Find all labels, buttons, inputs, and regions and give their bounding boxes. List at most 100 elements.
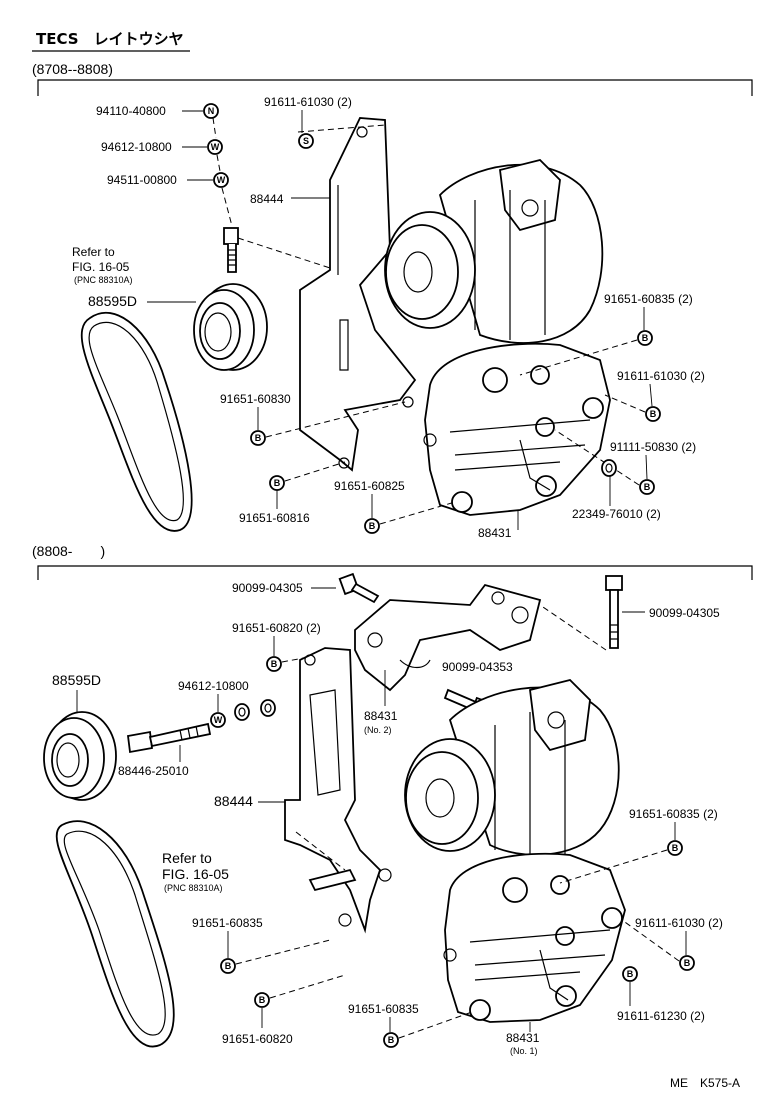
label-91651-60835-b[interactable]: 91651-60835 [348, 1002, 419, 1016]
label-91611-61030-bottom[interactable]: 91611-61030 (2) [635, 916, 723, 930]
label-88446-25010[interactable]: 88446-25010 [118, 764, 189, 778]
label-88595D-bottom[interactable]: 88595D [52, 672, 101, 688]
bolt-icon[interactable]: B [266, 656, 282, 672]
svg-text:B: B [369, 521, 376, 531]
svg-text:B: B [274, 478, 281, 488]
bottom-section: 90099-04305 90099-04305 91651-60820 (2) … [43, 572, 723, 1056]
label-91651-60835-2[interactable]: 91651-60835 (2) [629, 807, 718, 821]
bolt-icon[interactable]: B [250, 430, 266, 446]
section-frame-top [37, 79, 753, 96]
bracket-88444[interactable] [299, 117, 417, 472]
label-88431-no1-sub: (No. 1) [510, 1046, 538, 1056]
refer-fig-label-bottom[interactable]: FIG. 16-05 [162, 866, 229, 882]
label-91611-61030[interactable]: 91611-61030 (2) [617, 369, 705, 383]
bolt-icon[interactable]: B [622, 966, 638, 982]
bolt-90099-04305-left[interactable] [338, 572, 380, 604]
label-88431[interactable]: 88431 [478, 526, 512, 540]
label-91651-60816[interactable]: 91651-60816 [239, 511, 310, 525]
nut-pair[interactable] [234, 699, 276, 721]
label-94110-40800[interactable]: 94110-40800 [96, 104, 166, 118]
label-94511-00800[interactable]: 94511-00800 [107, 173, 177, 187]
refer-pnc-label: (PNC 88310A) [74, 275, 133, 285]
stud-icon[interactable]: S [298, 133, 314, 149]
page-title: TECS レイトウシヤ [36, 30, 184, 48]
bolt-icon[interactable]: B [220, 958, 236, 974]
idler-pulley[interactable] [193, 283, 268, 371]
label-88431-no2-sub: (No. 2) [364, 725, 392, 735]
period-top: (8708--8808) [32, 61, 113, 77]
svg-text:B: B [225, 961, 232, 971]
bolt-icon[interactable]: B [645, 406, 661, 422]
label-88431-no2[interactable]: 88431 [364, 709, 398, 723]
svg-text:B: B [259, 995, 266, 1005]
pulley-stud[interactable] [223, 227, 239, 273]
ac-compressor[interactable] [384, 159, 604, 344]
label-88444[interactable]: 88444 [250, 192, 284, 206]
label-91651-60835-a[interactable]: 91651-60835 [192, 916, 263, 930]
label-94612-10800[interactable]: 94612-10800 [101, 140, 172, 154]
label-91651-60835[interactable]: 91651-60835 (2) [604, 292, 693, 306]
label-88444-bottom[interactable]: 88444 [214, 793, 253, 809]
label-91651-60830[interactable]: 91651-60830 [220, 392, 291, 406]
spacer-22349[interactable] [601, 459, 617, 477]
v-belt-bottom[interactable] [55, 820, 175, 1048]
label-91651-60825[interactable]: 91651-60825 [334, 479, 405, 493]
bolt-icon[interactable]: B [364, 518, 380, 534]
svg-text:B: B [650, 409, 657, 419]
label-90099-04305-b[interactable]: 90099-04305 [649, 606, 720, 620]
washer-icon[interactable]: W [210, 712, 226, 728]
bolt-icon[interactable]: B [383, 1032, 399, 1048]
top-section: 94110-40800 N 94612-10800 W 94511-00800 … [72, 95, 705, 540]
refer-to-label: Refer to [72, 245, 115, 259]
bolt-icon[interactable]: B [667, 840, 683, 856]
footer-code: ME K575-A [670, 1076, 740, 1090]
label-22349-76010[interactable]: 22349-76010 (2) [572, 507, 661, 521]
svg-text:B: B [255, 433, 262, 443]
bolt-icon[interactable]: B [679, 955, 695, 971]
svg-text:N: N [208, 106, 215, 116]
bracket-88431-no1[interactable] [443, 852, 626, 1023]
svg-text:B: B [672, 843, 679, 853]
svg-text:B: B [644, 482, 651, 492]
svg-text:B: B [684, 958, 691, 968]
washer-icon[interactable]: W [213, 172, 229, 188]
refer-to-label-bottom: Refer to [162, 850, 212, 866]
svg-text:W: W [214, 715, 223, 725]
bolt-90099-04305-right[interactable] [605, 575, 623, 649]
washer-icon[interactable]: W [207, 139, 223, 155]
svg-text:S: S [303, 136, 309, 146]
section-frame-bottom [37, 565, 753, 580]
bolt-icon[interactable]: B [639, 479, 655, 495]
refer-pnc-label-bottom: (PNC 88310A) [164, 883, 223, 893]
bracket-88431-no2[interactable] [354, 583, 542, 692]
bracket-88431-top[interactable] [423, 342, 611, 516]
v-belt[interactable] [80, 311, 193, 532]
svg-text:B: B [642, 333, 649, 343]
svg-text:W: W [211, 142, 220, 152]
bolt-icon[interactable]: B [269, 475, 285, 491]
label-91111-50830[interactable]: 91111-50830 (2) [610, 440, 696, 454]
ac-compressor-bottom[interactable] [404, 679, 620, 860]
svg-text:B: B [271, 659, 278, 669]
refer-fig-label[interactable]: FIG. 16-05 [72, 260, 130, 274]
bolt-icon[interactable]: B [637, 330, 653, 346]
label-88595D[interactable]: 88595D [88, 293, 137, 309]
svg-text:B: B [627, 969, 634, 979]
idler-pulley-bottom[interactable] [43, 711, 117, 801]
bolt-icon[interactable]: B [254, 992, 270, 1008]
bolt-88446-25010[interactable] [127, 722, 212, 754]
bracket-88444-bottom[interactable] [284, 647, 392, 934]
label-88431-no1[interactable]: 88431 [506, 1031, 540, 1045]
label-91611-61230[interactable]: 91611-61230 (2) [617, 1009, 705, 1023]
label-94612-10800-bottom[interactable]: 94612-10800 [178, 679, 249, 693]
nut-icon[interactable]: N [203, 103, 219, 119]
label-91611-61030-stud[interactable]: 91611-61030 (2) [264, 95, 352, 109]
label-90099-04305-a[interactable]: 90099-04305 [232, 581, 303, 595]
label-90099-04353[interactable]: 90099-04353 [442, 660, 513, 674]
svg-text:B: B [388, 1035, 395, 1045]
label-91651-60820[interactable]: 91651-60820 [222, 1032, 293, 1046]
period-bottom: (8808- ) [32, 543, 105, 559]
label-91651-60820-2[interactable]: 91651-60820 (2) [232, 621, 321, 635]
svg-text:W: W [217, 175, 226, 185]
